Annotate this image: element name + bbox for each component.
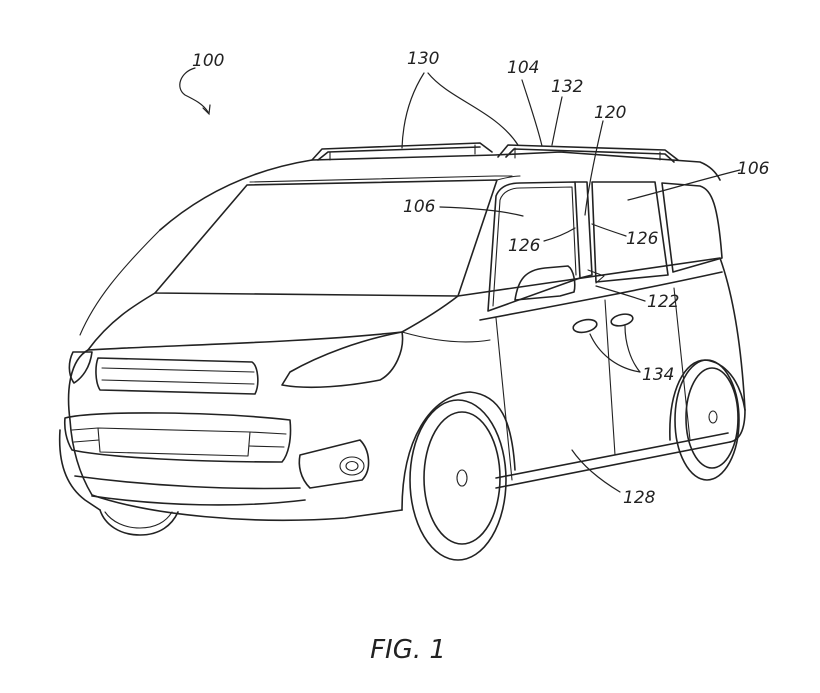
rear-window — [661, 182, 723, 273]
leader-lines — [179, 67, 741, 493]
ref-134: 134 — [642, 365, 674, 385]
ref-126-right: 126 — [626, 229, 659, 249]
ref-106-rear-window: 106 — [737, 159, 770, 179]
fog-light — [298, 439, 370, 489]
roof-rails — [311, 142, 679, 163]
vehicle-drawing — [58, 142, 746, 561]
ref-130: 130 — [407, 49, 439, 69]
hood-outline — [87, 292, 459, 351]
figure-caption: FIG. 1 — [370, 635, 446, 665]
headlight-right — [281, 331, 404, 389]
ref-104: 104 — [507, 58, 539, 78]
door-handles — [572, 313, 634, 334]
front-bumper — [74, 475, 306, 506]
ref-120: 120 — [594, 103, 626, 123]
ref-128: 128 — [623, 488, 656, 508]
rear-wheel — [669, 359, 746, 481]
lower-grille — [63, 412, 292, 463]
left-front-wheel — [99, 509, 179, 536]
b-pillar — [574, 181, 593, 279]
ref-100: 100 — [192, 51, 224, 71]
ref-132: 132 — [551, 77, 583, 97]
ref-122: 122 — [647, 292, 679, 312]
front-door-window — [487, 181, 581, 312]
upper-grille — [95, 357, 259, 395]
reference-labels: 100 130 104 132 120 106 106 126 126 122 … — [192, 49, 770, 508]
front-wheel-arch — [401, 391, 516, 511]
front-fascia — [67, 349, 403, 522]
sliding-door-window — [591, 181, 669, 283]
ref-106-windshield: 106 — [403, 197, 436, 217]
front-wheel — [409, 399, 507, 561]
roof-outline — [159, 151, 721, 231]
body-side — [457, 257, 746, 443]
ref-126-left: 126 — [508, 236, 541, 256]
rocker-panel — [495, 432, 731, 489]
headlight-left — [68, 351, 93, 384]
mirror — [514, 265, 576, 301]
door-seams — [495, 287, 691, 481]
